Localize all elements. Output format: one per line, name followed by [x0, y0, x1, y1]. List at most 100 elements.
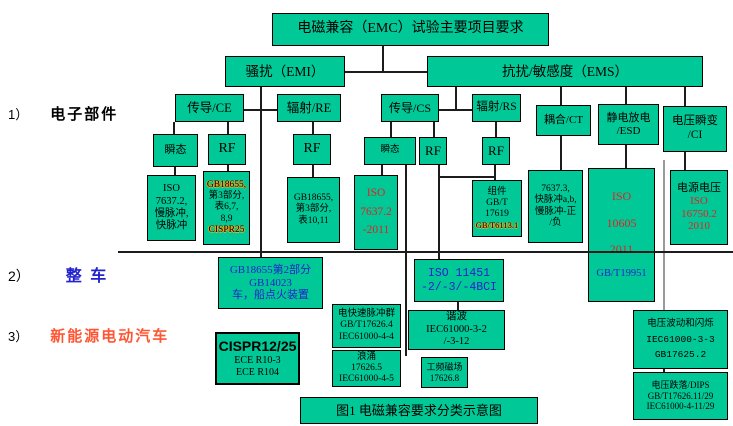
connector	[244, 109, 277, 111]
node-line: ISO	[366, 187, 386, 200]
node-gb18655-part3-radiated: GB18655, 第3部分, 表10,11	[287, 177, 340, 243]
node-line: GB18655,	[293, 193, 334, 204]
connector	[438, 176, 494, 178]
node-line: GB18655,	[206, 179, 247, 190]
node-iso10605: ISO 10605 2011 GB/T19951	[588, 168, 655, 302]
node-line: 16750.2	[681, 207, 717, 220]
node-line: 车，船点火装置	[232, 289, 309, 302]
connector	[684, 152, 686, 170]
node-line: 电快速脉冲群	[337, 309, 395, 320]
connector	[312, 122, 314, 134]
node-gb18655-part2: GB18655第2部分 GB14023 车，船点火装置	[218, 257, 323, 309]
node-transient-cs: 瞬态	[364, 137, 416, 165]
node-line: 10605	[606, 215, 637, 230]
connector	[438, 165, 440, 259]
node-line: 快脉冲	[155, 220, 188, 232]
node-line: IEC61000-4-5	[339, 374, 394, 385]
node-line: 组件	[487, 186, 507, 197]
node-line: GB/T17626.11/29	[647, 390, 714, 401]
connector	[260, 87, 262, 257]
node-line: 快脉冲a,b,	[534, 195, 577, 206]
connector	[455, 87, 457, 110]
node-power-frequency-magnetic-field: 工频磁场 17626.8	[421, 357, 468, 388]
node-line: 17626.8	[429, 372, 460, 383]
section-title: 新能源电动汽车	[50, 328, 170, 345]
node-iso7637-2: ISO 7637.2, 慢脉冲, 快脉冲	[147, 175, 196, 241]
connector	[663, 368, 665, 373]
section-title: 电子部件	[50, 106, 119, 123]
node-line: 表10,11	[298, 215, 329, 226]
connector	[560, 87, 562, 105]
node-line: 电压瞬变	[672, 115, 718, 128]
node-line: 2010	[688, 220, 710, 233]
node-line: ISO	[163, 183, 180, 195]
node-line: 第3部分,	[295, 204, 332, 215]
section-number: 1）	[8, 107, 29, 122]
connector	[381, 165, 383, 175]
node-rf-rs: RF	[482, 137, 510, 165]
node-transient-ce: 瞬态	[153, 134, 198, 167]
connector	[345, 71, 427, 73]
node-ems: 抗扰/敏感度（EMS）	[427, 56, 703, 87]
connector	[560, 136, 562, 170]
node-gb18655-part3-conducted: GB18655, 第3部分, 表6,7, 8,9 CISPR25	[203, 171, 250, 245]
node-coupling-ct: 耦合/CT	[536, 105, 591, 136]
node-line: GB/T17626.4	[340, 320, 393, 331]
node-line: GB/T6113.1	[475, 220, 519, 231]
connector	[495, 122, 497, 137]
node-iso7637-3: 7637.3, 快脉冲a,b, 慢脉冲-正 /负	[528, 170, 583, 243]
node-line: CISPR12/25	[218, 338, 297, 355]
connector	[457, 302, 459, 310]
node-voltage-transient-ci: 电压瞬变 /CI	[663, 106, 727, 152]
connector	[173, 122, 175, 134]
node-esd: 静电放电 /ESD	[598, 104, 659, 145]
node-line: 慢脉冲-正	[534, 206, 577, 217]
node-voltage-dips: 电压跌落/DIPS GB/T17626.11/29 IEC61000-4-11/…	[633, 372, 728, 420]
connector	[433, 122, 435, 137]
node-line: 8,9	[220, 213, 233, 224]
node-line: IEC61000-4-11/29	[646, 401, 715, 412]
connector	[227, 122, 229, 134]
connector	[625, 145, 627, 168]
node-line: 谐波	[446, 311, 467, 323]
node-line: 电压跌落/DIPS	[651, 380, 710, 391]
node-line: -2/-3/-4BCI	[421, 280, 497, 294]
node-cispr12-25: CISPR12/25 ECE R10-3 ECE R104	[215, 332, 300, 385]
node-line: IEC61000-4-4	[339, 331, 394, 342]
node-line: IEC61000-3-3	[646, 333, 715, 345]
node-line: /ESD	[616, 124, 641, 137]
node-fast-transient-burst: 电快速脉冲群 GB/T17626.4 IEC61000-4-4	[332, 304, 401, 348]
connector	[439, 109, 472, 111]
node-line: -2011	[362, 224, 390, 237]
node-voltage-fluctuation-flicker: 电压波动和闪烁 IEC61000-3-3 GB17625.2	[633, 310, 728, 369]
node-line: GB18655第2部分	[229, 263, 312, 276]
node-line: /负	[549, 217, 562, 228]
node-line: 电压波动和闪烁	[647, 318, 714, 330]
connector	[625, 87, 627, 104]
connector	[663, 160, 665, 313]
node-line: 静电放电	[606, 111, 651, 124]
node-radiated-re: 辐射/RE	[277, 94, 341, 122]
node-line: 表6,7,	[214, 202, 239, 213]
section-number: 2）	[8, 268, 30, 284]
node-line: 17626.5	[351, 362, 382, 373]
section-title: 整 车	[65, 268, 109, 285]
node-line: 2011	[609, 241, 634, 256]
node-line: CISPR25	[208, 224, 245, 235]
node-iso11451: ISO 11451 -2/-3/-4BCI	[414, 259, 504, 302]
node-power-voltage-iso16750: 电源电压 ISO 16750.2 2010	[670, 170, 728, 245]
node-conducted-cs: 传导/CS	[381, 94, 439, 122]
node-surge: 浪涌 17626.5 IEC61000-4-5	[332, 350, 401, 387]
connector	[382, 46, 384, 72]
node-line: ECE R10-3	[234, 354, 281, 366]
node-line: /-3-12	[443, 336, 470, 348]
node-line: 慢脉冲,	[154, 208, 189, 219]
connector	[494, 165, 496, 180]
node-line: 电源电压	[677, 181, 721, 194]
section-label-components: 1） 电子部件	[8, 103, 118, 124]
node-rf-cs: RF	[419, 137, 447, 165]
section-divider-line	[118, 251, 733, 253]
connector	[390, 122, 392, 137]
node-line: IEC61000-3-2	[426, 323, 487, 335]
